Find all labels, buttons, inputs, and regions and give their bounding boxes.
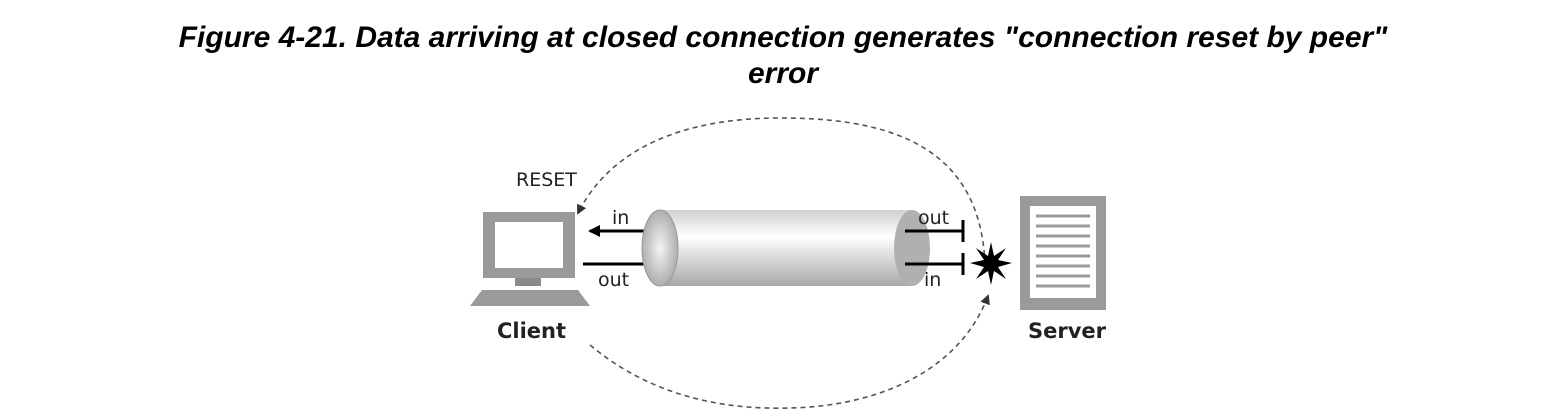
collision-starburst-icon [970,242,1012,285]
data-path-bottom-arc [589,294,990,409]
connection-pipe [641,209,930,287]
figure-caption: Figure 4-21. Data arriving at closed con… [0,20,1566,92]
figure-caption-line1: Figure 4-21. Data arriving at closed con… [178,21,1388,54]
client-in-label: in [612,207,629,229]
reset-label: RESET [516,169,577,191]
server-in-label: in [924,269,941,291]
client-label: Client [497,319,566,343]
figure-caption-line2: error [747,57,819,90]
server-label: Server [1028,319,1107,343]
client-out-label: out [598,269,629,291]
server-out-label: out [918,207,949,229]
server-tower-icon [1020,196,1106,310]
client-computer-icon [470,212,590,306]
